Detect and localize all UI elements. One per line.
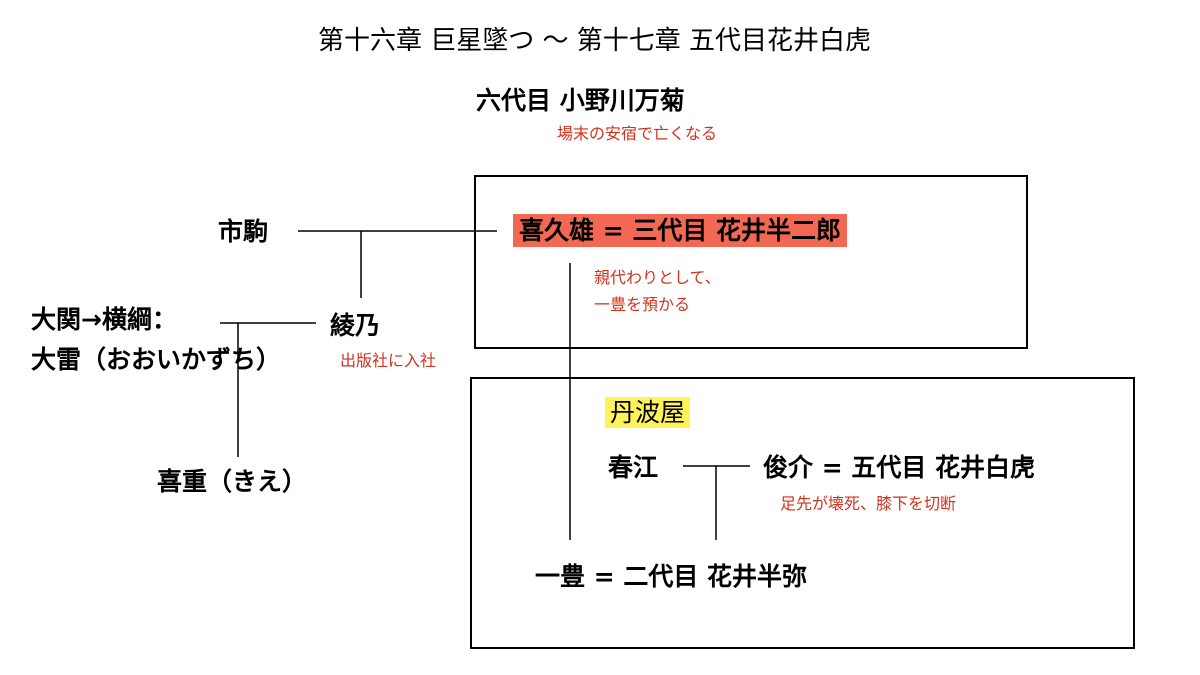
kikuo-note-1: 親代わりとして、 [594,268,721,287]
ozeki-name-line1: 大関→横綱： [31,305,177,334]
kikuo-name: 喜久雄 = 三代目 花井半二郎 [513,214,848,247]
harue-name: 春江 [608,453,659,482]
kikuo-note-2: 一豊を預かる [594,295,691,314]
kikuo-box [474,175,1028,349]
page-title: 第十六章 巨星墜つ 〜 第十七章 五代目花井白虎 [318,26,872,56]
ayano-name: 綾乃 [330,311,381,340]
ayano-note: 出版社に入社 [340,351,437,370]
shunsuke-name: 俊介 = 五代目 花井白虎 [763,453,1036,482]
shunsuke-note: 足先が壊死、膝下を切断 [780,494,957,513]
ozeki-name-line2: 大雷（おおいかずち） [31,345,282,374]
kie-name: 喜重（きえ） [157,467,308,496]
rokudaime-note: 場末の安宿で亡くなる [557,124,718,143]
ippo-name: 一豊 = 二代目 花井半弥 [535,562,808,591]
tanbaya-label: 丹波屋 [605,397,691,428]
ichikoma-name: 市駒 [218,217,269,246]
tanbaya-box [470,377,1135,649]
rokudaime-name: 六代目 小野川万菊 [476,86,685,115]
